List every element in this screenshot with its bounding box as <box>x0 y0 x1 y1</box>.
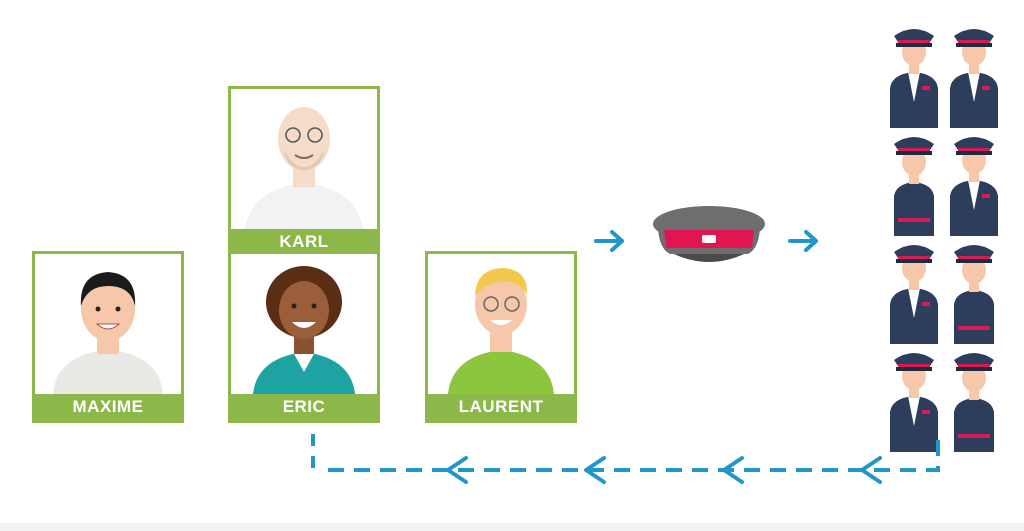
laurent-portrait <box>428 254 574 394</box>
person-card-laurent: LAURENT <box>425 251 577 423</box>
person-name: KARL <box>231 229 377 255</box>
person-name: ERIC <box>231 394 377 420</box>
person-name: MAXIME <box>35 394 181 420</box>
bottom-band <box>0 523 1024 531</box>
person-card-maxime: MAXIME <box>32 251 184 423</box>
arrow-right-icon <box>594 230 624 252</box>
conductor-cap-icon <box>653 206 765 262</box>
person-name: LAURENT <box>428 394 574 420</box>
eric-portrait <box>231 254 377 394</box>
person-card-karl: KARL <box>228 86 380 258</box>
arrow-right-icon <box>788 230 818 252</box>
person-card-eric: ERIC <box>228 251 380 423</box>
maxime-portrait <box>35 254 181 394</box>
karl-portrait <box>231 89 377 229</box>
